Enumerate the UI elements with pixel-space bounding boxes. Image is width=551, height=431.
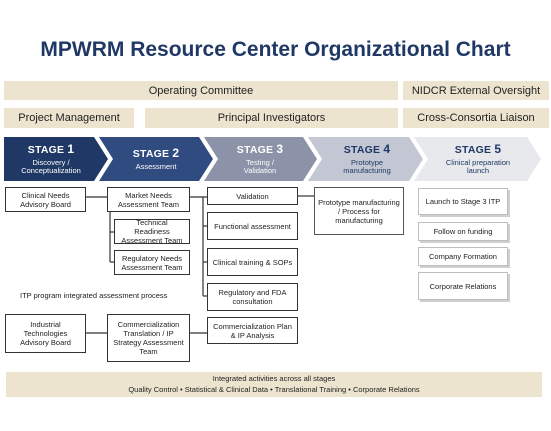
commercialization-assessment-team: Commercialization Translation / IP Strat…	[107, 314, 190, 362]
stage-3-label: STAGE 3 Testing / Validation	[236, 141, 284, 175]
functional-assessment-box: Functional assessment	[207, 212, 298, 240]
stage-2-label: STAGE 2 Assessment	[132, 146, 180, 171]
itp-note: ITP program integrated assessment proces…	[20, 291, 168, 300]
follow-on-funding-box: Follow on funding	[418, 222, 508, 241]
integrated-activities-list: Quality Control • Statistical & Clinical…	[128, 384, 420, 394]
commercialization-plan-box: Commercialization Plan & IP Analysis	[207, 317, 298, 344]
stage-1-chevron	[4, 137, 108, 181]
stage-3-chevron	[204, 137, 317, 181]
industrial-technologies-advisory-board: Industrial Technologies Advisory Board	[5, 314, 86, 353]
page-title: MPWRM Resource Center Organizational Cha…	[40, 38, 511, 61]
prototype-manufacturing-box: Prototype manufacturing / Process for ma…	[314, 187, 404, 235]
company-formation-box: Company Formation	[418, 247, 508, 266]
stage-1-label: STAGE 1 Discovery / Conceptualization	[21, 141, 81, 175]
cross-consortia-band: Cross-Consortia Liaison	[403, 108, 549, 128]
validation-box: Validation	[207, 187, 298, 205]
integrated-activities-title: Integrated activities across all stages	[212, 374, 336, 384]
corporate-relations-box: Corporate Relations	[418, 272, 508, 300]
integrated-activities-band: Integrated activities across all stages …	[6, 372, 542, 397]
technical-readiness-team: Technical Readiness Assessment Team	[114, 218, 190, 245]
market-needs-team: Market Needs Assessment Team	[107, 187, 190, 212]
stage-4-chevron	[308, 137, 423, 181]
stage-5-chevron	[414, 137, 541, 181]
launch-stage3-box: Launch to Stage 3 ITP	[418, 188, 508, 215]
operating-committee-band: Operating Committee	[4, 81, 398, 100]
project-management-band: Project Management	[4, 108, 134, 128]
regulatory-needs-team: Regulatory Needs Assessment Team	[114, 250, 190, 275]
stage-5-label: STAGE 5 Clinical preparation launch	[445, 141, 511, 175]
clinical-needs-advisory-board: Clinical Needs Advisory Board	[5, 187, 86, 212]
principal-investigators-band: Principal Investigators	[145, 108, 398, 128]
regulatory-fda-box: Regulatory and FDA consultation	[207, 283, 298, 311]
stage-2-chevron	[99, 137, 213, 181]
clinical-training-box: Clinical training & SOPs	[207, 248, 298, 276]
nidcr-oversight-band: NIDCR External Oversight	[403, 81, 549, 100]
stage-4-label: STAGE 4 Prototype manufacturing	[343, 141, 391, 175]
